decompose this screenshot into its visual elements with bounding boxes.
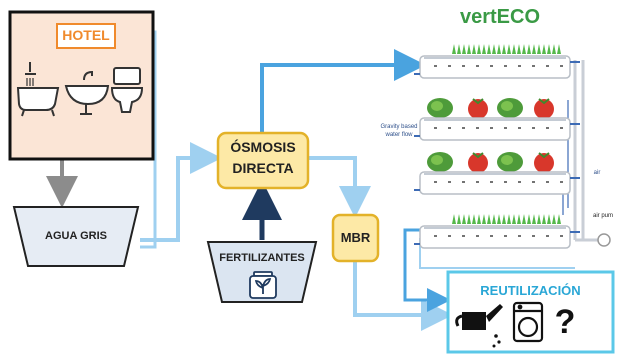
tomato-stem: [538, 98, 550, 105]
grass-blade: [467, 44, 471, 54]
grass-blade: [487, 214, 491, 224]
grass-blade: [512, 214, 516, 224]
grass-blade: [552, 214, 556, 224]
grass-blade: [532, 44, 536, 54]
grass-blade: [482, 214, 486, 224]
tomato-stem: [538, 152, 550, 159]
grass-blade: [547, 44, 551, 54]
grass-blade: [507, 44, 511, 54]
gravity-note-line2: water flow: [385, 132, 413, 138]
lettuce-leaf: [501, 101, 513, 111]
grass-blade: [557, 214, 561, 224]
grass-blade: [497, 44, 501, 54]
grass-blade: [452, 214, 456, 224]
growing-channel: [419, 117, 571, 141]
gravity-note-line1: Gravity based: [380, 124, 418, 130]
grass-blade: [457, 214, 461, 224]
grass-blade: [462, 44, 466, 54]
grass-blade: [537, 44, 541, 54]
grass-blade: [522, 44, 526, 54]
grass-blade: [522, 214, 526, 224]
bathtub-shower-icon: [16, 62, 60, 117]
tomato-plant: [468, 99, 488, 119]
mbr-box: [331, 213, 380, 263]
watering-can-icon: [455, 304, 503, 348]
osmosis-box: [216, 131, 310, 190]
tomato-plant: [534, 153, 554, 173]
fertilizers-label: FERTILIZANTES: [219, 252, 305, 264]
grass-blade: [537, 214, 541, 224]
grass-blade: [497, 214, 501, 224]
hotel-label: HOTEL: [62, 27, 110, 43]
growing-channel: [419, 55, 571, 79]
sink-icon: [64, 70, 110, 115]
lettuce-leaf: [431, 155, 443, 165]
grass-blade: [492, 214, 496, 224]
greywater-label: AGUA GRIS: [45, 230, 107, 242]
washing-machine-icon: [512, 301, 544, 343]
grass-blade: [482, 44, 486, 54]
grass-blade: [517, 214, 521, 224]
greywater-tank: [12, 206, 140, 267]
tomato-stem: [472, 152, 484, 159]
tomato-stem: [472, 98, 484, 105]
greywater-to-osmosis-arrow: [140, 142, 222, 242]
grass-blade: [467, 214, 471, 224]
grass-blade: [492, 44, 496, 54]
grass-blade: [487, 44, 491, 54]
grass-blade: [547, 214, 551, 224]
question-mark-icon: ?: [554, 303, 576, 341]
grass-blade: [527, 44, 531, 54]
grass-blade: [517, 44, 521, 54]
osmosis-to-mbr-arrow: [308, 156, 371, 218]
grass-blade: [502, 44, 506, 54]
grass-blade: [542, 214, 546, 224]
grass-blade: [542, 44, 546, 54]
grass-blade: [512, 44, 516, 54]
lettuce-leaf: [431, 101, 443, 111]
air-pump-icon: [597, 233, 611, 247]
grass-blade: [472, 214, 476, 224]
grass-blade: [552, 44, 556, 54]
toilet-icon: [110, 67, 144, 113]
grass-blade: [452, 44, 456, 54]
osmosis-label-line2: DIRECTA: [232, 160, 294, 176]
grass-blade: [472, 44, 476, 54]
mbr-to-reuse-arrow: [353, 262, 453, 331]
lettuce-leaf: [501, 155, 513, 165]
air-label: air: [593, 170, 601, 176]
grass-blade: [502, 214, 506, 224]
grass-blade: [477, 214, 481, 224]
tomato-plant: [534, 99, 554, 119]
vertical-farm-title: vertECO: [459, 6, 541, 28]
reuse-label: REUTILIZACIÓN: [480, 283, 581, 298]
air-pump-label: air pum: [592, 213, 613, 219]
tomato-plant: [468, 153, 488, 173]
hotel-label-box: [56, 23, 116, 49]
farm-return-line: [419, 238, 575, 269]
grass-blade: [477, 44, 481, 54]
osmosis-to-farm-arrow: [260, 49, 426, 135]
mbr-label: MBR: [340, 230, 371, 245]
growing-channel: [419, 171, 571, 195]
fertilizer-jar-icon: [249, 271, 277, 299]
osmosis-label-line1: ÓSMOSIS: [230, 139, 296, 155]
grass-blade: [527, 214, 531, 224]
grass-blade: [557, 44, 561, 54]
grass-blade: [457, 44, 461, 54]
grass-blade: [532, 214, 536, 224]
grass-blade: [462, 214, 466, 224]
growing-channel: [419, 225, 571, 249]
grass-blade: [507, 214, 511, 224]
